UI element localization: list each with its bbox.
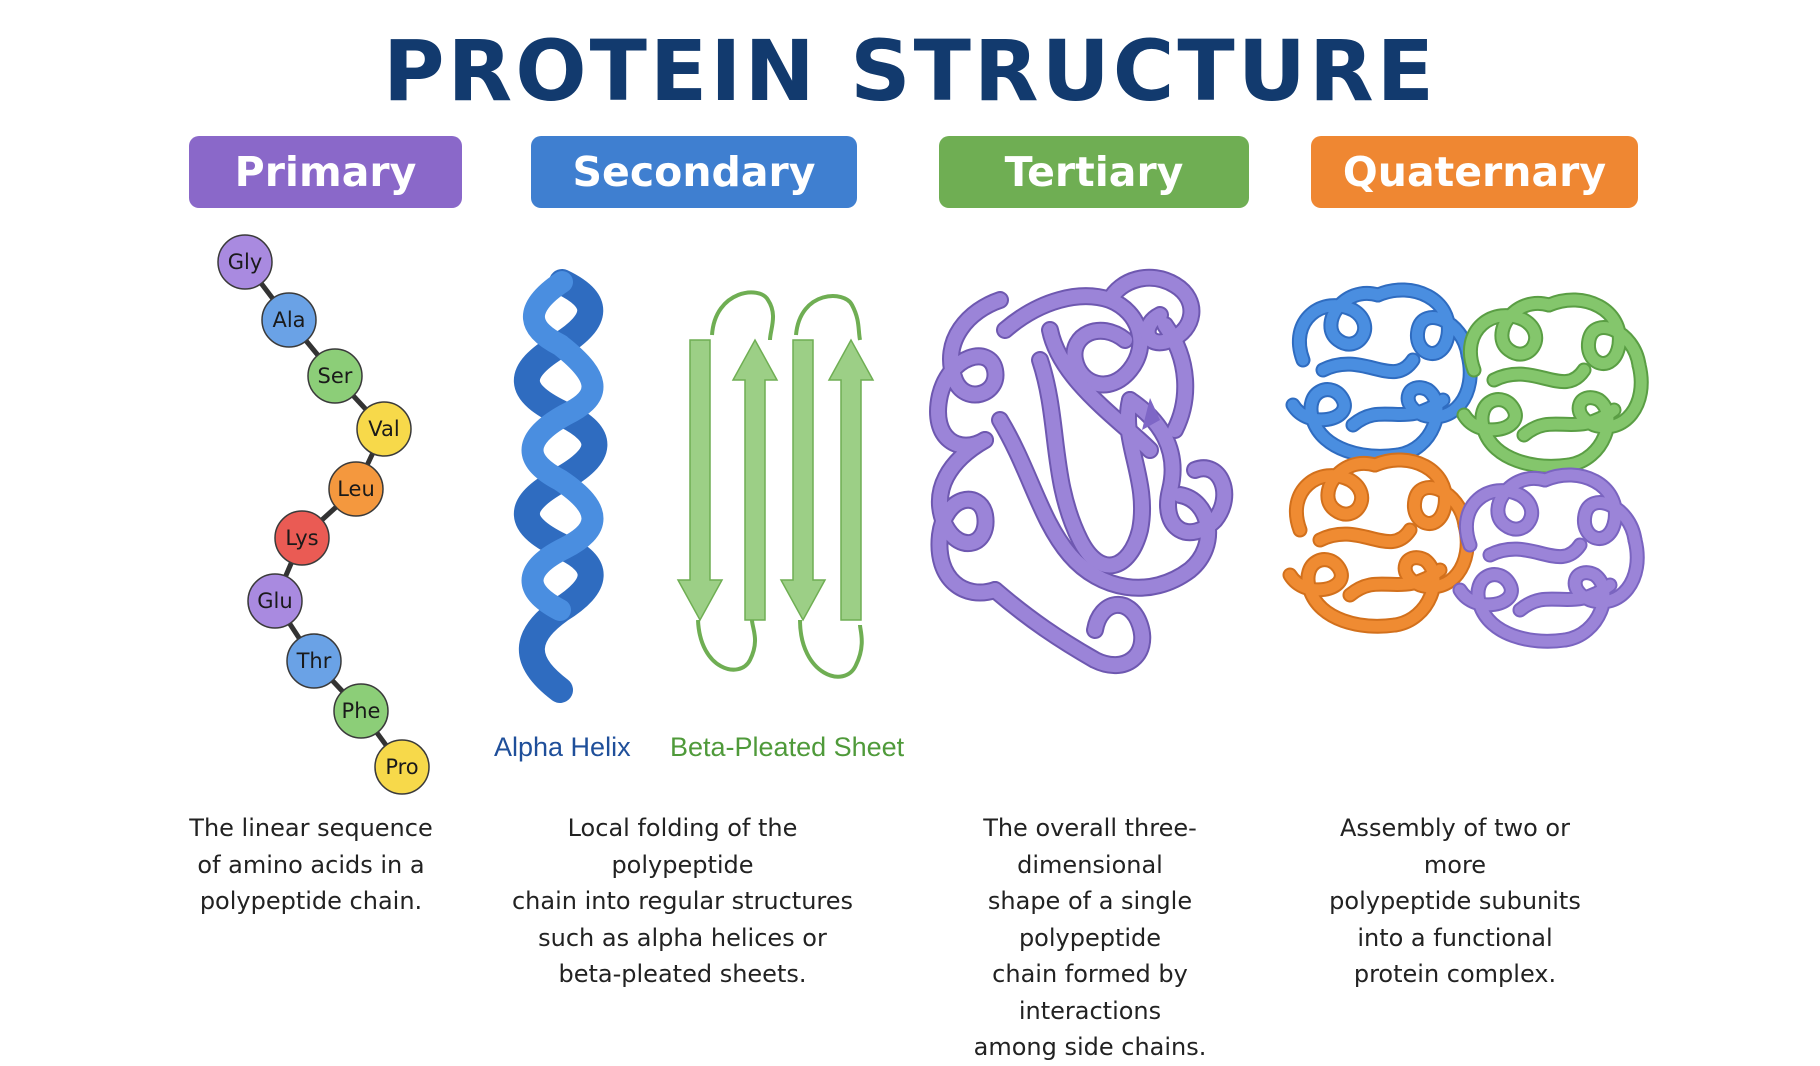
amino-acid-bead [374, 739, 430, 795]
beta-strand [827, 338, 875, 621]
quaternary-ribbons [1282, 282, 1649, 649]
amino-acid-label: Glu [257, 589, 292, 613]
quaternary-description: Assembly of two or more polypeptide subu… [1329, 814, 1581, 988]
primary-description: The linear sequence of amino acids in a … [189, 814, 433, 915]
beta-turn [794, 294, 862, 341]
beta-strand [779, 339, 827, 622]
tertiary-arrowhead [1142, 398, 1160, 430]
beta-sheet-label: Beta-Pleated Sheet [670, 732, 905, 762]
tertiary-badge: Tertiary [939, 136, 1249, 208]
beta-turn [696, 619, 758, 672]
amino-acid-bead [307, 348, 363, 404]
amino-acid-label: Gly [228, 250, 263, 274]
amino-acid-bead [328, 461, 384, 517]
amino-acid-bead [356, 401, 412, 457]
beta-turn [798, 619, 864, 679]
primary-badge: Primary [189, 136, 462, 208]
beta-sheet-ribbon [676, 290, 875, 679]
beta-strand [731, 338, 779, 621]
amino-acid-label: Thr [296, 649, 332, 673]
amino-acid-bead [286, 633, 342, 689]
beta-turn [710, 290, 776, 341]
amino-acid-label: Lys [285, 526, 318, 550]
amino-acid-label: Ala [272, 308, 305, 332]
amino-acid-bead [274, 510, 330, 566]
alpha-helix-ribbon [513, 269, 608, 703]
amino-acid-bead [247, 573, 303, 629]
alpha-helix-label: Alpha Helix [494, 732, 631, 762]
amino-acid-bead [333, 683, 389, 739]
subunit-ribbon [1452, 467, 1645, 649]
amino-acid-label: Pro [385, 755, 418, 779]
tertiary-ribbon [931, 270, 1232, 672]
amino-acid-label: Ser [318, 364, 353, 388]
tertiary-description: The overall three-dimensional shape of a… [973, 814, 1207, 1061]
amino-acid-label: Leu [337, 477, 375, 501]
page-title: PROTEIN STRUCTURE [382, 22, 1438, 120]
amino-acid-bead [217, 234, 273, 290]
subunit-ribbon [1285, 282, 1478, 464]
beta-strand [676, 339, 724, 622]
subunit-ribbon [1456, 292, 1649, 474]
amino-acid-bead [261, 292, 317, 348]
secondary-description: Local folding of the polypeptide chain i… [511, 814, 854, 988]
secondary-badge: Secondary [531, 136, 857, 208]
subunit-ribbon [1282, 452, 1475, 634]
amino-acid-label: Val [368, 417, 399, 441]
amino-acid-label: Phe [342, 699, 381, 723]
quaternary-badge: Quaternary [1311, 136, 1638, 208]
